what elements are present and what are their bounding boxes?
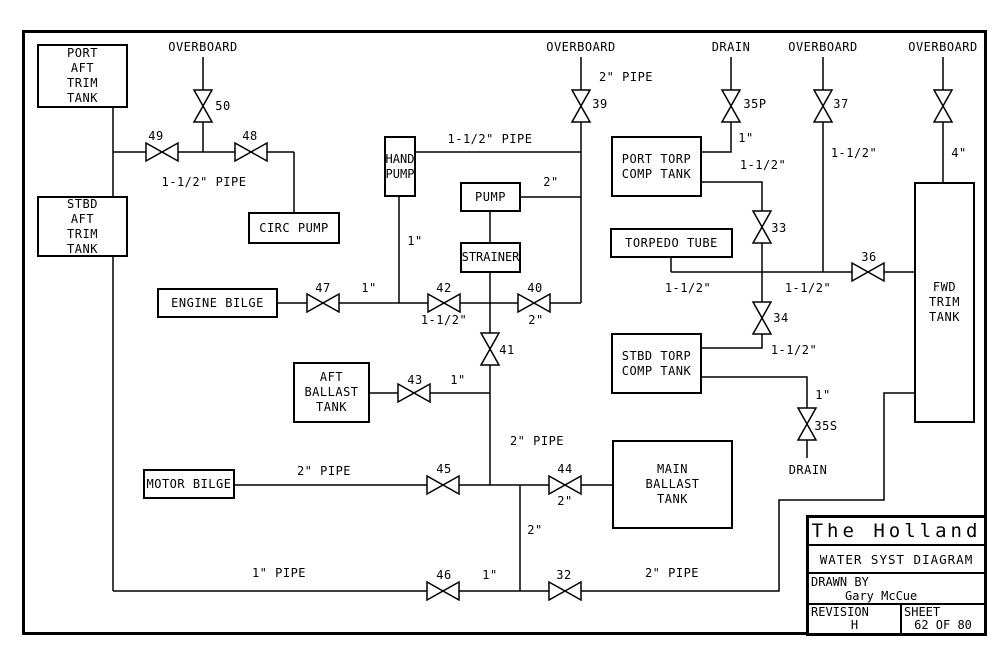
valve-label-49: 49 bbox=[148, 129, 164, 143]
valve-symbol-32 bbox=[548, 580, 582, 602]
pipe-label-drain-35P: 1" bbox=[738, 131, 754, 145]
sheet-value: 62 OF 80 bbox=[914, 618, 972, 632]
pipe-label-overboard-37: 1-1/2" bbox=[830, 146, 878, 160]
pipe-label-drain-35S: 1" bbox=[815, 388, 831, 402]
valve-label-50: 50 bbox=[215, 99, 231, 113]
valve-symbol-37 bbox=[812, 89, 834, 123]
valve-label-39: 39 bbox=[592, 97, 608, 111]
title-block: The Holland WATER SYST DIAGRAM DRAWN BY … bbox=[806, 515, 987, 636]
pipe-label-bottom-pipe-left: 1" PIPE bbox=[251, 566, 307, 580]
drawn-by-label: DRAWN BY bbox=[811, 575, 869, 589]
title-block-title: The Holland bbox=[809, 518, 984, 546]
equipment-box-port-torp-comp-tank: PORT TORP COMP TANK bbox=[611, 136, 702, 197]
pipe-label-motor-bilge: 2" PIPE bbox=[296, 464, 352, 478]
valve-symbol-41 bbox=[479, 332, 501, 366]
pipe-label-bottom-1in: 1" bbox=[482, 568, 498, 582]
valve-symbol-47 bbox=[306, 292, 340, 314]
equipment-box-pump: PUMP bbox=[460, 182, 521, 212]
equipment-box-strainer: STRAINER bbox=[460, 242, 521, 273]
valve-symbol-43 bbox=[397, 382, 431, 404]
valve-symbol-49 bbox=[145, 141, 179, 163]
equipment-box-stbd-torp-comp-tank: STBD TORP COMP TANK bbox=[611, 333, 702, 394]
endpoint-label-drain-stbd: DRAIN bbox=[788, 463, 828, 477]
pipe-label-overboard-39: 2" PIPE bbox=[598, 70, 654, 84]
valve-label-35S: 35S bbox=[814, 419, 838, 433]
valve-symbol-50 bbox=[192, 89, 214, 123]
pipe-label-bus-left: 1-1/2" bbox=[664, 281, 712, 295]
valve-symbol-overboard-fwd bbox=[932, 89, 954, 123]
sheet-cell: SHEET 62 OF 80 bbox=[902, 605, 984, 633]
drawn-by-value: Gary McCue bbox=[845, 589, 918, 603]
valve-symbol-39 bbox=[570, 89, 592, 123]
valve-label-47: 47 bbox=[315, 281, 331, 295]
pipe-label-hand-pump-line: 1-1/2" PIPE bbox=[447, 132, 533, 146]
equipment-box-circ-pump: CIRC PUMP bbox=[248, 212, 340, 244]
pipe-label-bottom-pipe-right: 2" PIPE bbox=[644, 566, 700, 580]
valve-label-32: 32 bbox=[556, 568, 572, 582]
title-block-subtitle: WATER SYST DIAGRAM bbox=[809, 546, 984, 574]
valve-symbol-45 bbox=[426, 474, 460, 496]
drawing-border bbox=[22, 30, 987, 635]
equipment-box-port-aft-trim-tank: PORT AFT TRIM TANK bbox=[37, 44, 128, 108]
endpoint-label-drain-port: DRAIN bbox=[711, 40, 751, 54]
pipe-label-below-v40: 2" bbox=[528, 313, 544, 327]
valve-symbol-48 bbox=[234, 141, 268, 163]
valve-symbol-46 bbox=[426, 580, 460, 602]
pipe-label-below-v34: 1-1/2" bbox=[770, 343, 818, 357]
valve-label-33: 33 bbox=[771, 221, 787, 235]
valve-symbol-34 bbox=[751, 301, 773, 335]
pipe-label-below-v44: 2" bbox=[557, 494, 573, 508]
pipe-label-pump-line: 2" bbox=[543, 175, 559, 189]
equipment-box-main-ballast-tank: MAIN BALLAST TANK bbox=[612, 440, 733, 529]
pipe-label-bus-right: 1-1/2" bbox=[784, 281, 832, 295]
valve-label-48: 48 bbox=[242, 129, 258, 143]
pipe-label-port-torp: 1-1/2" bbox=[739, 158, 787, 172]
valve-symbol-44 bbox=[548, 474, 582, 496]
revision-cell: REVISION H bbox=[809, 605, 902, 633]
revision-value: H bbox=[850, 618, 859, 632]
pipe-label-aft-line: 1-1/2" PIPE bbox=[161, 175, 247, 189]
equipment-box-stbd-aft-trim-tank: STBD AFT TRIM TANK bbox=[37, 196, 128, 257]
valve-label-42: 42 bbox=[436, 281, 452, 295]
valve-label-41: 41 bbox=[499, 343, 515, 357]
valve-label-43: 43 bbox=[407, 373, 423, 387]
valve-symbol-35P bbox=[720, 89, 742, 123]
equipment-box-engine-bilge: ENGINE BILGE bbox=[157, 288, 278, 318]
valve-symbol-40 bbox=[517, 292, 551, 314]
endpoint-label-overboard-fwd: OVERBOARD bbox=[908, 40, 978, 54]
valve-symbol-35S bbox=[796, 407, 818, 441]
equipment-box-torpedo-tube: TORPEDO TUBE bbox=[610, 228, 733, 258]
pipe-label-hand-pump-drop: 1" bbox=[407, 234, 423, 248]
valve-label-45: 45 bbox=[436, 462, 452, 476]
pipe-network bbox=[112, 57, 944, 592]
valve-symbol-33 bbox=[751, 210, 773, 244]
pipe-label-overboard-fwd: 4" bbox=[951, 146, 967, 160]
valve-symbol-42 bbox=[427, 292, 461, 314]
equipment-box-motor-bilge: MOTOR BILGE bbox=[143, 469, 235, 499]
valve-label-40: 40 bbox=[527, 281, 543, 295]
equipment-box-hand-pump: HAND PUMP bbox=[384, 136, 416, 197]
pipe-label-below-v42: 1-1/2" bbox=[420, 313, 468, 327]
valve-label-35P: 35P bbox=[743, 97, 767, 111]
endpoint-label-overboard-aft: OVERBOARD bbox=[168, 40, 238, 54]
valve-label-46: 46 bbox=[436, 568, 452, 582]
endpoint-label-overboard-stbd: OVERBOARD bbox=[788, 40, 858, 54]
title-block-drawn-by: DRAWN BY Gary McCue bbox=[809, 574, 984, 605]
pipe-label-engine-bilge: 1" bbox=[361, 281, 377, 295]
pipe-label-v43-line: 1" bbox=[450, 373, 466, 387]
sheet-label: SHEET bbox=[904, 605, 941, 619]
equipment-box-aft-ballast-tank: AFT BALLAST TANK bbox=[293, 362, 370, 423]
endpoint-label-overboard-mid: OVERBOARD bbox=[546, 40, 616, 54]
valve-label-36: 36 bbox=[861, 250, 877, 264]
valve-symbol-36 bbox=[851, 261, 885, 283]
valve-label-44: 44 bbox=[557, 462, 573, 476]
pipe-label-main-drop: 2" PIPE bbox=[509, 434, 565, 448]
title-block-bottom-row: REVISION H SHEET 62 OF 80 bbox=[809, 605, 984, 633]
valve-label-34: 34 bbox=[773, 311, 789, 325]
valve-label-37: 37 bbox=[833, 97, 849, 111]
revision-label: REVISION bbox=[811, 605, 869, 619]
equipment-box-fwd-trim-tank: FWD TRIM TANK bbox=[914, 182, 975, 423]
pipe-label-mid-drop: 2" bbox=[527, 523, 543, 537]
